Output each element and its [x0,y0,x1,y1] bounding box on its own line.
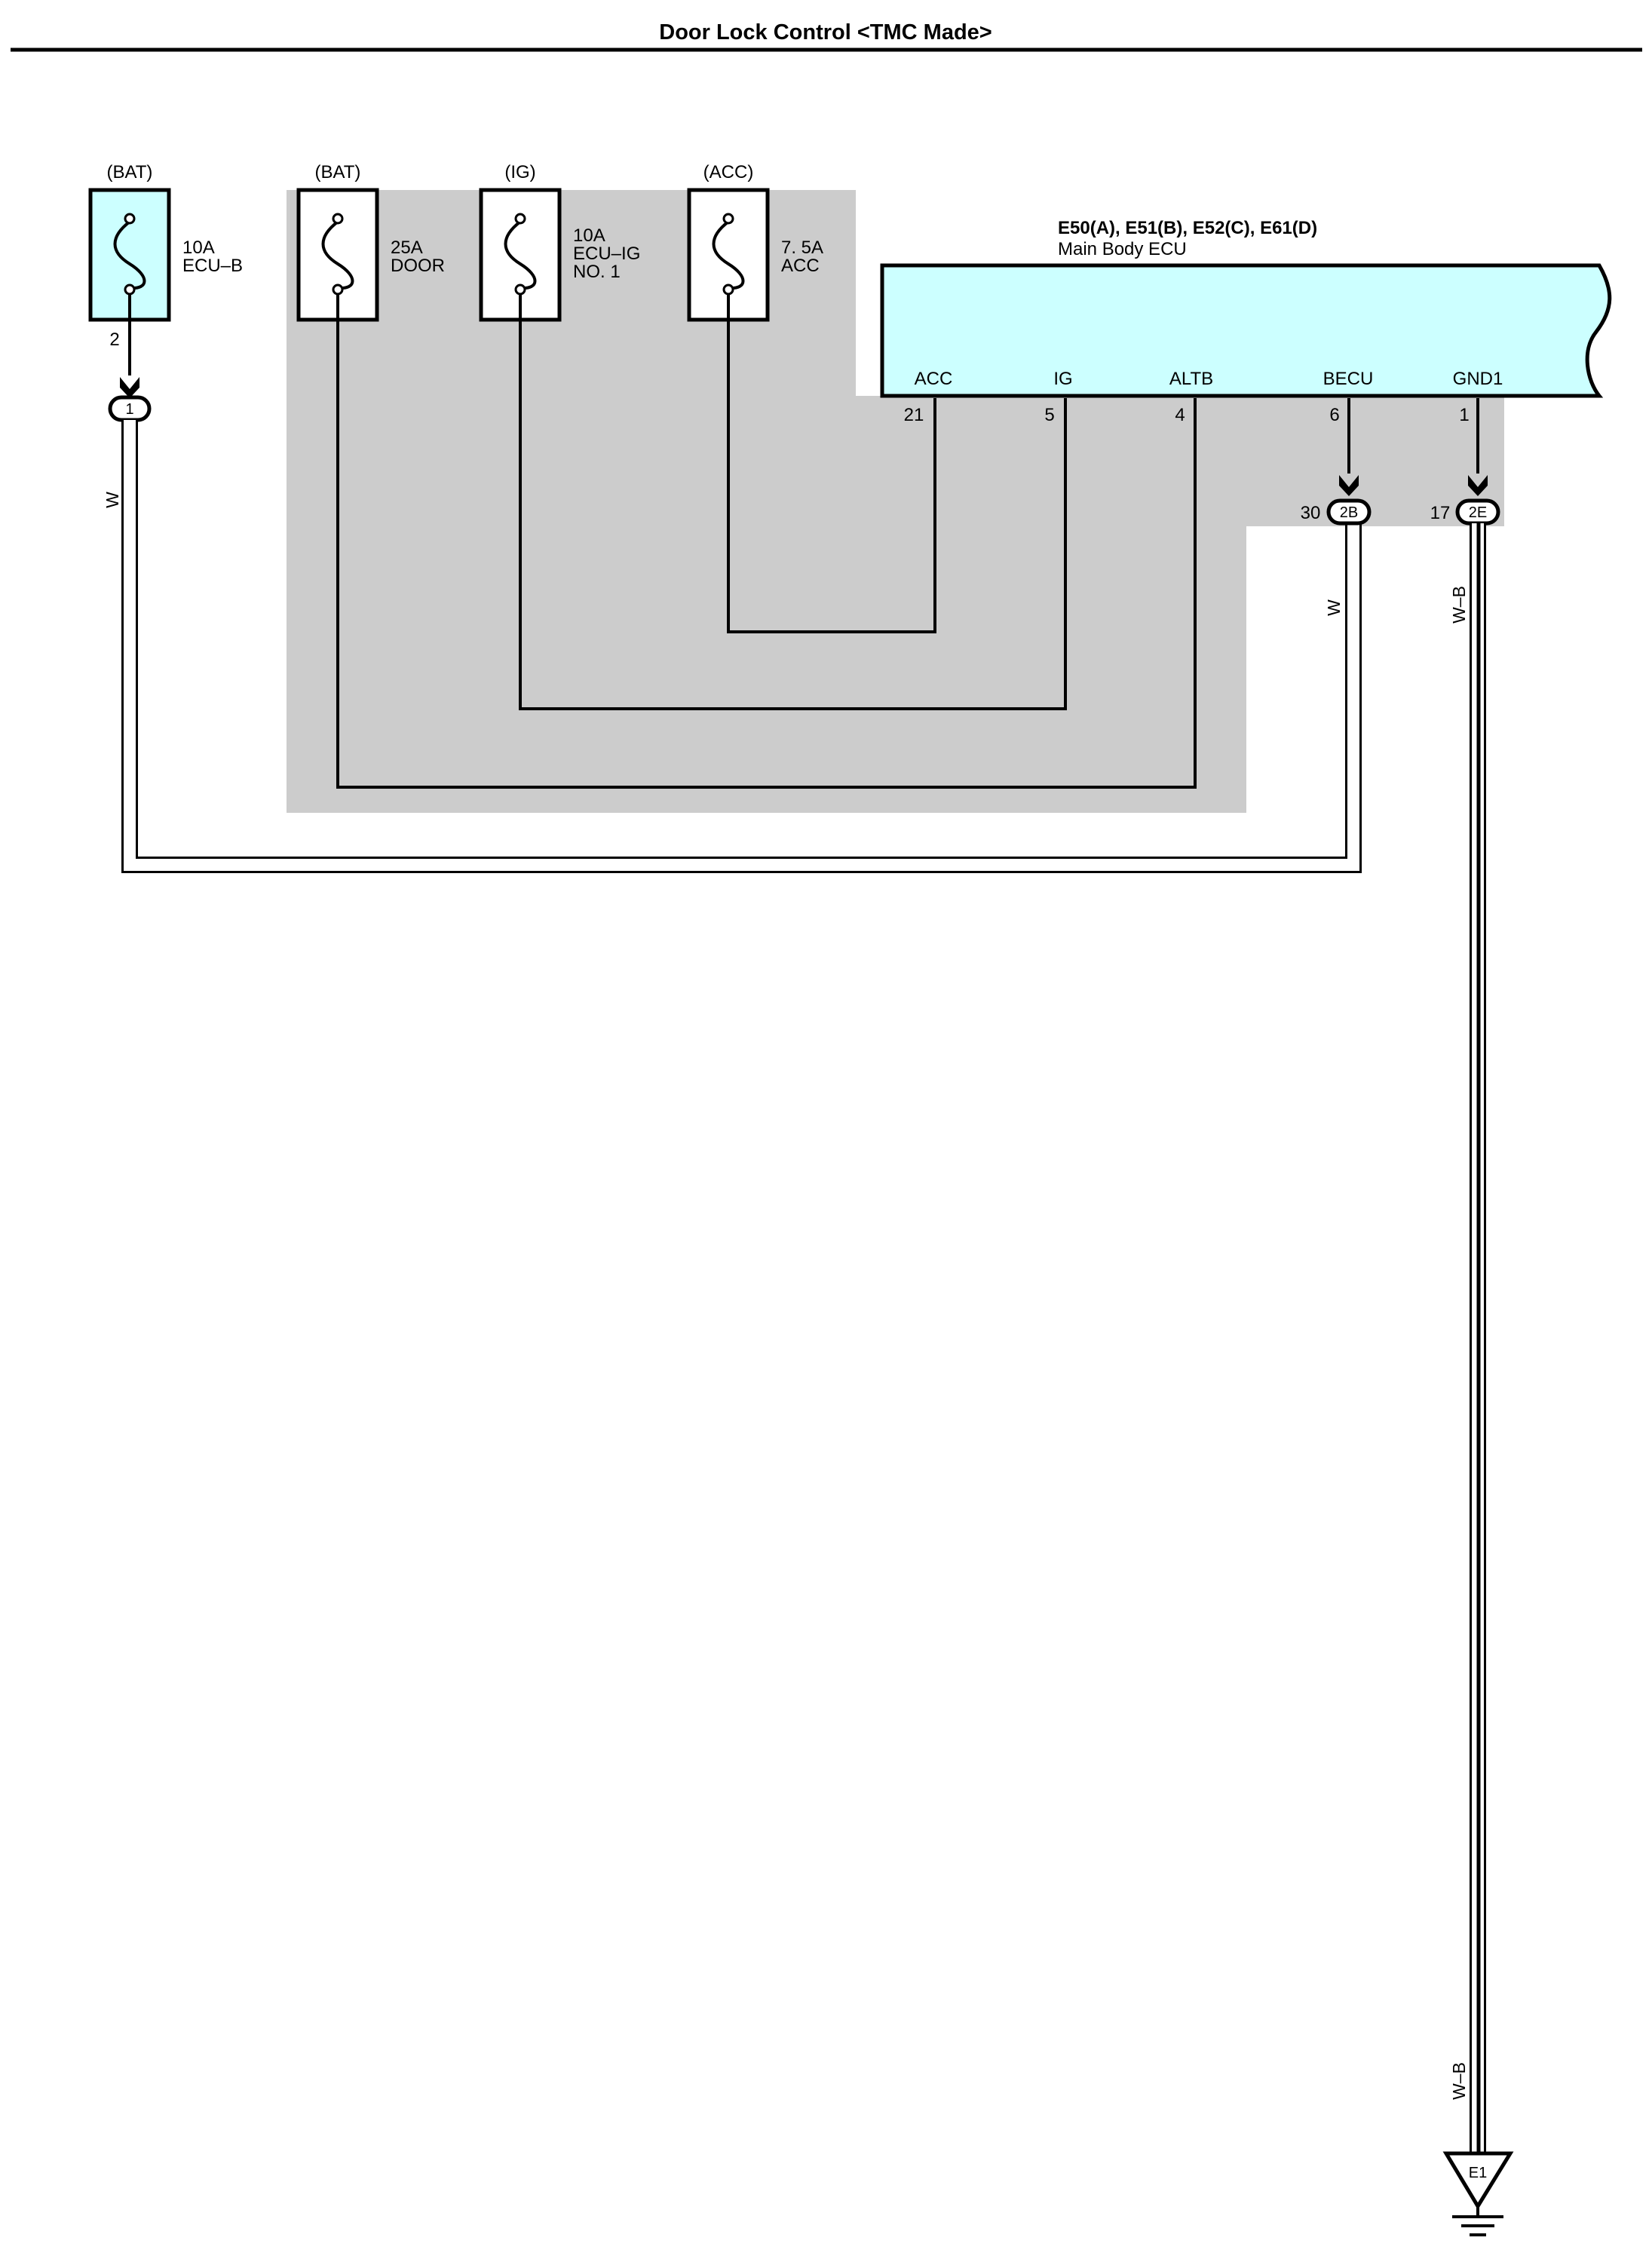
fuse-rating: 10A [182,238,215,258]
wire-color-label: W [103,492,122,508]
ecu-pin-becu: 6 [1329,405,1339,425]
fuse-name-line-1: ECU–IG [573,244,640,264]
fuse-pin: 2 [109,329,119,350]
wire-color-label: W–B [1449,586,1469,624]
fuse-element-icon [113,220,146,290]
shaded-region [287,190,1504,813]
junction-id: 2E [1469,504,1487,521]
ecu-terminal-gnd1: GND1 [1453,369,1503,389]
page-title: Door Lock Control <TMC Made> [659,20,992,44]
wire-color-label: W [1324,599,1344,616]
ecu-terminal-altb: ALTB [1169,369,1213,389]
wire-color-label: W–B [1449,2062,1469,2100]
ecu-terminal-ig: IG [1053,369,1072,389]
fuse-name-line-1: ACC [781,256,820,276]
fuse-rating: 10A [573,225,605,246]
junction-id: 1 [125,401,133,418]
wire-altb [336,294,1197,789]
ecu-connector-list: E50(A), E51(B), E52(C), E61(D) [1058,218,1317,238]
ecu-body [880,263,1612,398]
fuse-source-label: (IG) [504,162,535,182]
wire-w-loop-core [124,420,1359,871]
junction-2e: 2E 17 [1430,498,1500,526]
fuse-element-icon [504,220,537,290]
junction-arrow-icon [120,377,139,398]
fuse-rating: 7. 5A [781,238,823,258]
ecu-pin-altb: 4 [1175,405,1185,425]
ecu-pin-gnd1: 1 [1459,405,1469,425]
fuse-source-label: (BAT) [315,162,361,182]
junction-arrow-icon [1468,475,1488,496]
ecu-pin-acc: 21 [904,405,924,425]
fuse-name-line-1: ECU–B [182,256,243,276]
ground-triangle-icon [1442,2151,1514,2210]
ecu-name: Main Body ECU [1058,239,1187,259]
ground-point-e1: E1 [1442,2151,1514,2236]
ecu-terminal-acc: ACC [915,369,953,389]
ground-id: E1 [1469,2165,1487,2181]
fuse-element-icon [712,220,745,290]
fuse-name-line-2: NO. 1 [573,262,621,282]
ecu-terminal-becu: BECU [1323,369,1374,389]
junction-arrow-icon [1339,475,1359,496]
fuse-element-icon [321,220,354,290]
junction-id: 2B [1340,504,1358,521]
junction-1: 1 [108,395,152,422]
junction-pin: 30 [1301,503,1321,523]
fuse-rating: 25A [391,238,423,258]
wire-acc [727,294,936,633]
fuse-source-label: (BAT) [107,162,153,182]
ecu-pin-ig: 5 [1044,405,1054,425]
junction-2b: 2B 30 [1301,498,1372,526]
fuse-ecu-b: (BAT) 10A ECU–B 2 [88,162,243,350]
fuse-source-label: (ACC) [703,162,754,182]
wire-ig [519,294,1067,710]
junction-pin: 17 [1430,503,1451,523]
fuse-name-line-1: DOOR [391,256,445,276]
